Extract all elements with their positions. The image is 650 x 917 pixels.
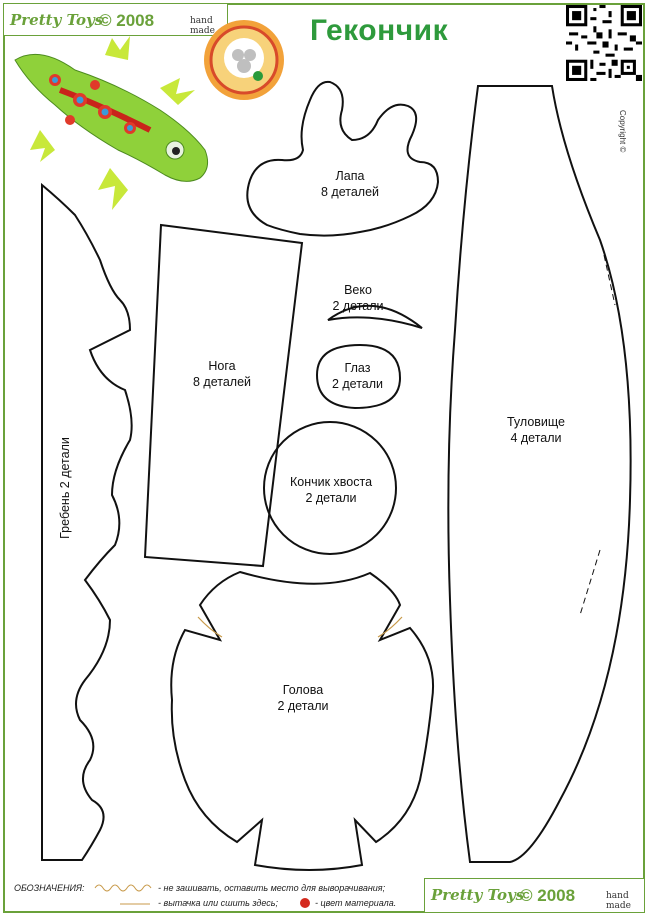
brand-handmade: hand made [606, 891, 631, 911]
stitch-mark [603, 254, 616, 306]
brand-footer: Pretty Toys © 2008 hand made [424, 878, 645, 913]
dart-mark [377, 616, 403, 638]
gecko-toy-image [14, 36, 209, 210]
piece-crest-label: Гребень 2 детали [58, 437, 72, 539]
piece-body [447, 85, 632, 863]
piece-glaz [315, 343, 402, 410]
piece-head [170, 570, 434, 871]
brand-name: Pretty Toys [10, 11, 104, 29]
brand-header: Pretty Toys © 2008 hand made [3, 3, 228, 36]
material-color-swatch [300, 898, 310, 908]
piece-lapa [246, 80, 440, 237]
open-seam-swatch [94, 884, 152, 892]
piece-noga [143, 223, 304, 568]
piece-veko [327, 304, 423, 329]
legend-heading: ОБОЗНАЧЕНИЯ: [14, 883, 85, 893]
legend-line-1: - не зашивать, оставить место для вывора… [158, 883, 386, 893]
brand-year: © 2008 [99, 11, 155, 30]
stitch-mark [579, 549, 601, 616]
dart-mark [197, 616, 223, 638]
badge-logo [204, 20, 284, 100]
brand-year: © 2008 [520, 886, 576, 905]
piece-tail-tip [263, 421, 397, 555]
brand-handmade: hand made [190, 16, 215, 36]
qr-code-icon [566, 5, 642, 81]
brand-name: Pretty Toys [431, 886, 525, 904]
piece-crest [41, 182, 133, 861]
page-title: Гекончик [310, 14, 449, 47]
legend-line-3: - цвет материала. [315, 898, 397, 908]
page-border [3, 3, 645, 913]
legend-line-2: - вытачка или сшить здесь; [158, 898, 279, 908]
